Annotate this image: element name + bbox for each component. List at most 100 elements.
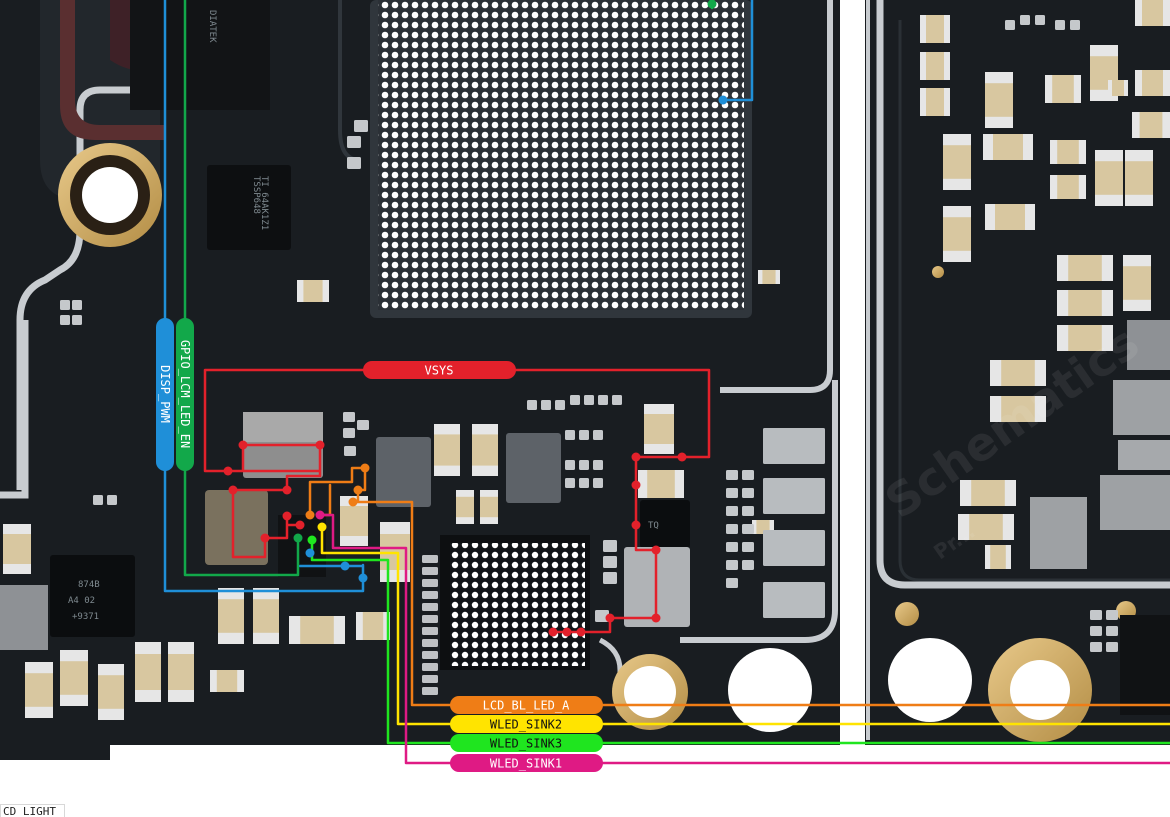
smd-component [1057,290,1113,316]
net-dots [223,0,728,637]
net-label-gpio-lcm-led-en: GPIO_LCM_LED_EN [176,318,194,471]
pad [726,524,738,534]
test-point-dot [282,485,292,495]
test-point-dot [315,440,325,450]
net-label-wled-sink2: WLED_SINK2 [450,715,603,733]
pad [726,560,738,570]
pad [763,530,825,566]
chip-marks: DIATEK TI 64AK1Z1 TSSP648 TQ 874B A4 02 … [68,10,659,622]
test-point-dot [317,522,327,532]
smd-component [983,134,1033,160]
mounting-holes [58,143,1136,742]
test-point-dot [340,561,350,571]
pad [1106,642,1118,652]
smd-component [943,206,971,262]
smd-component [958,514,1014,540]
test-point-dot [305,548,315,558]
test-point-dot [548,627,558,637]
smd-component [990,396,1046,422]
pad [344,446,356,456]
test-point-dot [651,545,661,555]
smd-component [1135,70,1170,96]
smd-component [1045,75,1081,103]
pad [742,524,754,534]
smd-component [985,72,1013,128]
bl-ic-mark-1: 874B [78,580,100,590]
smd-component [943,134,971,190]
smd-component [3,524,31,574]
bl-ic-mark-2: A4 02 [68,596,95,606]
test-point-dot [631,520,641,530]
net-label-lcd-bl-led-a: LCD_BL_LED_A [450,696,603,714]
test-point-dot [631,480,641,490]
lcd-bl-led-a-label: LCD_BL_LED_A [483,699,570,713]
pad [1106,610,1118,620]
pmic-mark-1: TI 64AK1Z1 [259,176,269,230]
pad [579,478,589,488]
pad [565,460,575,470]
tq-ic [640,500,690,548]
pad [93,495,103,505]
test-point-dot [307,535,317,545]
smd-component [1125,150,1153,206]
pad [565,430,575,440]
smd-component [253,588,279,644]
smd-component [1132,112,1170,138]
test-point-dot [353,485,363,495]
pad [422,687,438,695]
smd-component [472,424,498,476]
smd-component [297,280,329,302]
mediatek-chip [130,0,270,110]
pad [422,639,438,647]
test-point-dot [305,510,315,520]
wled-sink2-label: WLED_SINK2 [490,718,562,732]
pad [347,136,361,148]
pad [742,488,754,498]
pad [742,560,754,570]
pad [595,610,609,622]
test-point-dot [651,613,661,623]
pad [422,555,438,563]
pad [555,400,565,410]
test-point-dot [282,511,292,521]
pad [570,395,580,405]
trace-vsys [203,368,711,634]
smd-component [98,664,124,720]
test-point-dot [315,510,325,520]
smd-component [1095,150,1123,206]
chips [0,0,1170,715]
test-point-dot [707,0,717,9]
pmic-chip [207,165,291,250]
smd-component [985,545,1011,569]
smd-component [289,616,345,644]
test-point-dot [223,466,233,476]
pad [422,579,438,587]
pad [579,430,589,440]
pad [726,578,738,588]
smd-component [990,360,1046,386]
pad [1106,626,1118,636]
pad [422,627,438,635]
vsys-label: VSYS [425,364,454,378]
pad [422,603,438,611]
pad [1020,15,1030,25]
pad [742,506,754,516]
smd-component [356,612,390,640]
pad [565,478,575,488]
pad [1035,15,1045,25]
smd-component [985,204,1035,230]
pad [527,400,537,410]
pad [584,395,594,405]
pad [763,478,825,514]
pad [726,470,738,480]
test-point-dot [293,533,303,543]
corner-tab-label: CD_LIGHT [0,804,65,817]
pad [107,495,117,505]
pad [593,430,603,440]
wled-sink3-label: WLED_SINK3 [490,737,562,751]
pad [742,542,754,552]
pad [357,420,369,430]
test-point-dot [228,485,238,495]
smd-component [1050,175,1086,199]
